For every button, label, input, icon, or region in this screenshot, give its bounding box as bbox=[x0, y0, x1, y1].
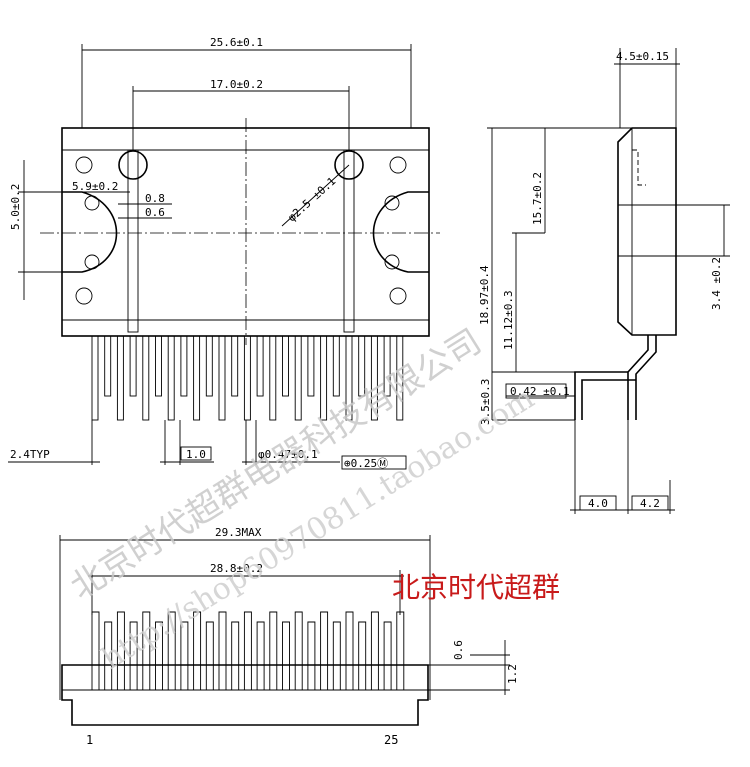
front-view bbox=[40, 118, 440, 345]
dim-slot-height: 5.0±0.2 bbox=[9, 184, 22, 230]
dim-bottom-0-6: 0.6 bbox=[452, 640, 465, 660]
front-lead bbox=[116, 335, 124, 421]
bottom-view: 29.3MAX 28.8±0.2 0.6 1.2 1 25 bbox=[59, 526, 519, 747]
mount-hole-left bbox=[118, 150, 148, 180]
front-lead bbox=[256, 335, 264, 397]
front-lead bbox=[205, 335, 213, 397]
bottom-lead bbox=[332, 621, 341, 690]
bottom-lead bbox=[193, 611, 202, 690]
brand-label: 北京时代超群 bbox=[392, 571, 560, 604]
bottom-lead bbox=[256, 621, 265, 690]
dim-slot-width: 5.9±0.2 bbox=[72, 180, 118, 193]
dim-side-lead-thick: 0.42 ±0.1 bbox=[510, 385, 570, 398]
front-lead bbox=[345, 335, 353, 421]
mount-hole-right bbox=[334, 150, 364, 180]
dim-position-tolerance: ⊕0.25Ⓜ bbox=[344, 457, 388, 470]
front-lead bbox=[320, 335, 328, 421]
dim-hole-diameter: φ2.5 ±0.1 bbox=[285, 175, 338, 225]
bottom-lead bbox=[218, 611, 227, 690]
bottom-body bbox=[61, 664, 429, 726]
bottom-lead bbox=[180, 621, 189, 690]
dim-side-height-body: 15.7±0.2 bbox=[531, 172, 544, 225]
dim-side-thickness: 4.5±0.15 bbox=[616, 50, 669, 63]
front-lead bbox=[243, 335, 251, 421]
pin-number-last: 25 bbox=[384, 733, 398, 747]
dim-side-lead-length: 3.5±0.3 bbox=[479, 379, 492, 425]
dim-bottom-lead-span: 28.8±0.2 bbox=[210, 562, 263, 575]
bottom-lead bbox=[282, 621, 290, 690]
bottom-lead bbox=[320, 611, 329, 690]
bottom-lead bbox=[116, 611, 125, 690]
front-lead bbox=[231, 335, 239, 397]
front-lead bbox=[383, 335, 391, 397]
front-lead bbox=[282, 335, 289, 397]
front-lead bbox=[218, 335, 226, 421]
front-lead bbox=[129, 335, 137, 397]
front-lead bbox=[269, 335, 277, 421]
slot-right bbox=[372, 191, 429, 273]
dim-bottom-max-width: 29.3MAX bbox=[215, 526, 262, 539]
bottom-lead bbox=[142, 611, 151, 690]
bottom-lead bbox=[167, 611, 176, 690]
front-lead bbox=[155, 335, 162, 397]
dim-0-8: 0.8 bbox=[145, 192, 165, 205]
bottom-leads bbox=[91, 611, 405, 690]
dim-lead-overhang: 2.4TYP bbox=[10, 448, 50, 461]
front-lead bbox=[167, 335, 175, 421]
front-lead bbox=[180, 335, 188, 397]
dim-side-height-total: 18.97±0.4 bbox=[478, 265, 491, 325]
front-lead bbox=[294, 335, 302, 421]
dim-side-bottom-b: 4.2 bbox=[640, 497, 660, 510]
dim-side-bottom-a: 4.0 bbox=[588, 497, 608, 510]
dim-hole-pitch: 17.0±0.2 bbox=[210, 78, 263, 91]
dim-0-6: 0.6 bbox=[145, 206, 165, 219]
dim-side-lead: 3.4 ±0.2 bbox=[710, 257, 723, 310]
bottom-lead bbox=[370, 611, 379, 690]
bottom-lead bbox=[129, 621, 138, 690]
front-lead bbox=[396, 335, 404, 421]
front-lead bbox=[370, 335, 378, 421]
front-lead bbox=[307, 335, 315, 397]
bottom-lead bbox=[307, 621, 316, 690]
dim-lead-width: φ0.47±0.1 bbox=[258, 448, 318, 461]
bottom-lead bbox=[91, 611, 100, 690]
bottom-lead bbox=[155, 621, 163, 690]
side-body bbox=[617, 127, 677, 336]
dim-lead-pitch: 1.0 bbox=[186, 448, 206, 461]
front-lead bbox=[104, 335, 112, 397]
bottom-lead bbox=[205, 621, 214, 690]
bottom-lead bbox=[358, 621, 367, 690]
front-lead bbox=[142, 335, 150, 421]
bottom-lead bbox=[243, 611, 252, 690]
dim-side-height-tab: 11.12±0.3 bbox=[502, 290, 515, 350]
bottom-lead bbox=[396, 611, 405, 690]
front-lead bbox=[358, 335, 366, 397]
front-leads bbox=[91, 335, 404, 421]
slot-left bbox=[62, 191, 118, 273]
side-view: 4.5±0.15 18.97±0.4 15.7±0.2 11.12±0.3 3.… bbox=[478, 48, 730, 514]
bottom-lead bbox=[294, 611, 303, 690]
side-lead bbox=[627, 335, 657, 420]
pin-number-first: 1 bbox=[86, 733, 93, 747]
front-lead bbox=[332, 335, 340, 397]
front-lead bbox=[91, 335, 99, 421]
bottom-lead bbox=[345, 611, 354, 690]
bottom-lead bbox=[269, 611, 278, 690]
dim-bottom-1-2: 1.2 bbox=[506, 664, 519, 684]
dim-overall-width: 25.6±0.1 bbox=[210, 36, 263, 49]
bottom-lead bbox=[104, 621, 113, 690]
bottom-lead bbox=[383, 621, 392, 690]
bottom-lead bbox=[231, 621, 240, 690]
front-lead bbox=[193, 335, 201, 421]
